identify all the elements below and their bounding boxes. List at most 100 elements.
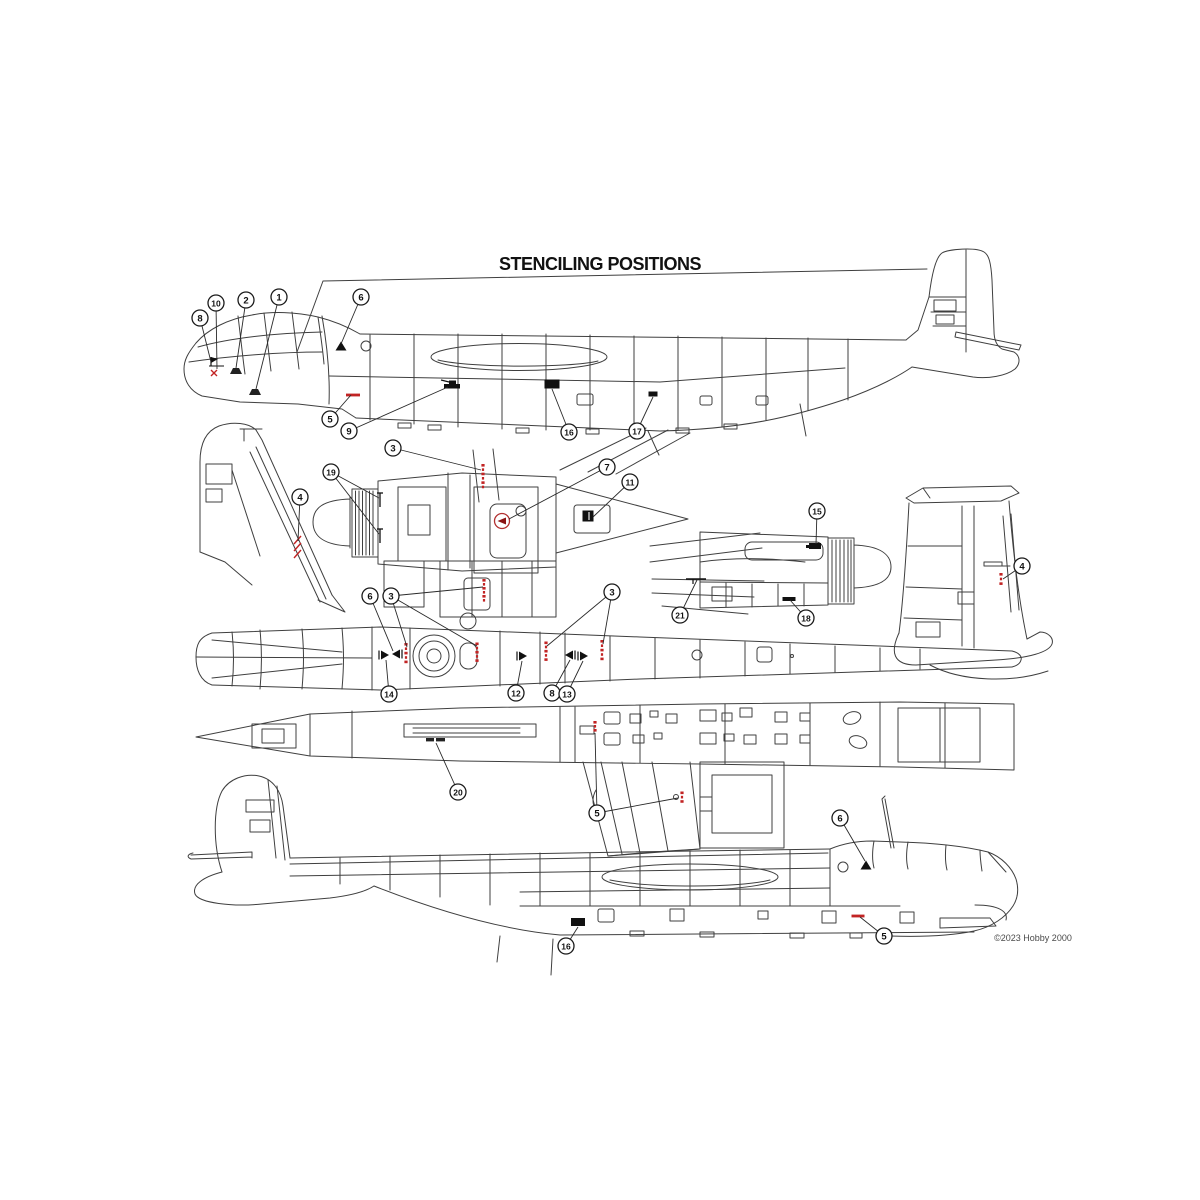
callout-number-4: 4 bbox=[1019, 561, 1025, 572]
callout-leader-2 bbox=[235, 299, 247, 369]
stencil-mark-red-text bbox=[482, 591, 486, 594]
callout-balloon-15 bbox=[808, 502, 826, 520]
callout-number-5: 5 bbox=[881, 931, 887, 942]
tank-marker-icon bbox=[444, 384, 460, 389]
warning-triangle-icon bbox=[335, 341, 347, 351]
callout-leader-3 bbox=[390, 586, 484, 597]
callout-number-8: 8 bbox=[549, 688, 554, 699]
stencil-mark-red-text bbox=[544, 654, 548, 657]
callout-number-17: 17 bbox=[632, 426, 642, 436]
callout-number-18: 18 bbox=[801, 613, 811, 623]
callout-balloon-3 bbox=[603, 583, 621, 601]
stencil-mark-red-text bbox=[544, 649, 548, 653]
stencil-mark-red-text bbox=[481, 472, 485, 476]
stencil-mark-red-text bbox=[544, 645, 548, 649]
callout-balloon-14 bbox=[380, 685, 398, 703]
callout-number-2: 2 bbox=[243, 295, 248, 306]
stencil-mark-red-text bbox=[475, 646, 479, 650]
stencil-mark-red-text bbox=[680, 795, 684, 799]
callout-number-8: 8 bbox=[197, 313, 202, 324]
view-nacelle-top bbox=[312, 427, 691, 630]
callout-balloon-4 bbox=[291, 488, 309, 506]
stencil-mark-red-text bbox=[404, 660, 408, 664]
stencil-mark-red-text bbox=[544, 658, 548, 661]
stencil-mark-red-dash bbox=[346, 393, 360, 397]
callout-balloon-11 bbox=[621, 473, 639, 491]
stencil-mark-red-text bbox=[482, 587, 486, 590]
callout-leader-3 bbox=[392, 447, 482, 471]
stencil-mark-red-text bbox=[593, 721, 597, 724]
callout-balloon-2 bbox=[237, 291, 255, 309]
tank-marker-icon bbox=[449, 380, 456, 385]
stencil-glyph-marker bbox=[809, 543, 821, 549]
stencil-mark-red-text bbox=[482, 579, 486, 582]
callout-balloon-16 bbox=[557, 937, 575, 955]
stencil-mark-red-hatch bbox=[293, 549, 302, 559]
callout-balloon-5 bbox=[588, 804, 606, 822]
callout-balloon-5 bbox=[321, 410, 339, 428]
stencil-mark-red-text bbox=[600, 648, 604, 652]
stencil-mark-red-text bbox=[600, 653, 604, 656]
callout-leader-6 bbox=[369, 595, 394, 652]
callout-number-16: 16 bbox=[564, 427, 574, 437]
callout-leader-20 bbox=[435, 742, 459, 793]
stencil-glyph-marker bbox=[806, 545, 809, 548]
callout-number-16: 16 bbox=[561, 941, 571, 951]
callout-number-12: 12 bbox=[511, 688, 521, 698]
callout-balloon-5 bbox=[875, 927, 893, 945]
stencil-mark-red-text bbox=[404, 656, 408, 659]
callout-number-13: 13 bbox=[562, 689, 572, 699]
callout-leader-3 bbox=[390, 595, 478, 647]
stencil-mark-red-text bbox=[544, 641, 548, 645]
stand-marker-icon bbox=[230, 368, 242, 374]
callout-leader-3 bbox=[390, 595, 408, 648]
red-circle-arrow-icon bbox=[497, 517, 506, 525]
tiny-text-stencil bbox=[426, 738, 434, 742]
callout-number-3: 3 bbox=[609, 587, 614, 598]
callout-balloon-1 bbox=[270, 288, 288, 306]
page-title: STENCILING POSITIONS bbox=[499, 254, 702, 274]
callout-balloon-3 bbox=[384, 439, 402, 457]
callout-leader-7 bbox=[508, 466, 608, 520]
stencil-mark-red-text bbox=[475, 655, 479, 658]
callout-leader-9 bbox=[348, 386, 449, 432]
stencil-mark-red-text bbox=[600, 657, 604, 661]
black-rect-marker bbox=[571, 918, 585, 926]
tiny-text-stencil bbox=[436, 738, 445, 742]
arrow-left-icon bbox=[565, 650, 573, 660]
stencil-mark-red-text bbox=[475, 650, 479, 654]
callout-leader-3 bbox=[602, 591, 613, 645]
callout-number-7: 7 bbox=[604, 462, 609, 473]
callout-balloon-13 bbox=[558, 685, 576, 703]
black-rect-marker bbox=[648, 391, 658, 397]
callout-balloon-12 bbox=[507, 684, 525, 702]
callout-number-6: 6 bbox=[367, 591, 372, 602]
stencil-mark-red-text bbox=[999, 582, 1003, 585]
stencil-mark-red-text bbox=[593, 729, 597, 732]
view-fuselage-top bbox=[195, 626, 1022, 691]
arrow-right-icon bbox=[381, 650, 389, 660]
stencil-mark-red-text bbox=[600, 644, 604, 647]
callout-balloon-9 bbox=[340, 422, 358, 440]
view-port-fin bbox=[199, 422, 346, 613]
stencil-mark-red-text bbox=[593, 725, 597, 728]
callout-number-19: 19 bbox=[326, 467, 336, 477]
callout-number-3: 3 bbox=[390, 443, 395, 454]
callout-number-14: 14 bbox=[384, 689, 394, 699]
callout-balloon-6 bbox=[831, 809, 849, 827]
arrow-right-icon bbox=[519, 651, 527, 661]
callout-number-11: 11 bbox=[626, 477, 635, 487]
callout-number-6: 6 bbox=[837, 813, 842, 824]
callout-balloon-7 bbox=[598, 458, 616, 476]
stencil-mark-red-text bbox=[481, 485, 485, 489]
stencil-mark-red-text bbox=[475, 642, 479, 646]
flag-marker-icon bbox=[211, 357, 218, 363]
stencil-mark-red-text bbox=[481, 477, 485, 480]
callout-leader-10 bbox=[215, 302, 218, 370]
stencil-mark-red-text bbox=[999, 577, 1003, 581]
view-starboard-side-profile bbox=[187, 774, 1019, 976]
callout-balloon-17 bbox=[628, 422, 646, 440]
callout-balloon-3 bbox=[382, 587, 400, 605]
